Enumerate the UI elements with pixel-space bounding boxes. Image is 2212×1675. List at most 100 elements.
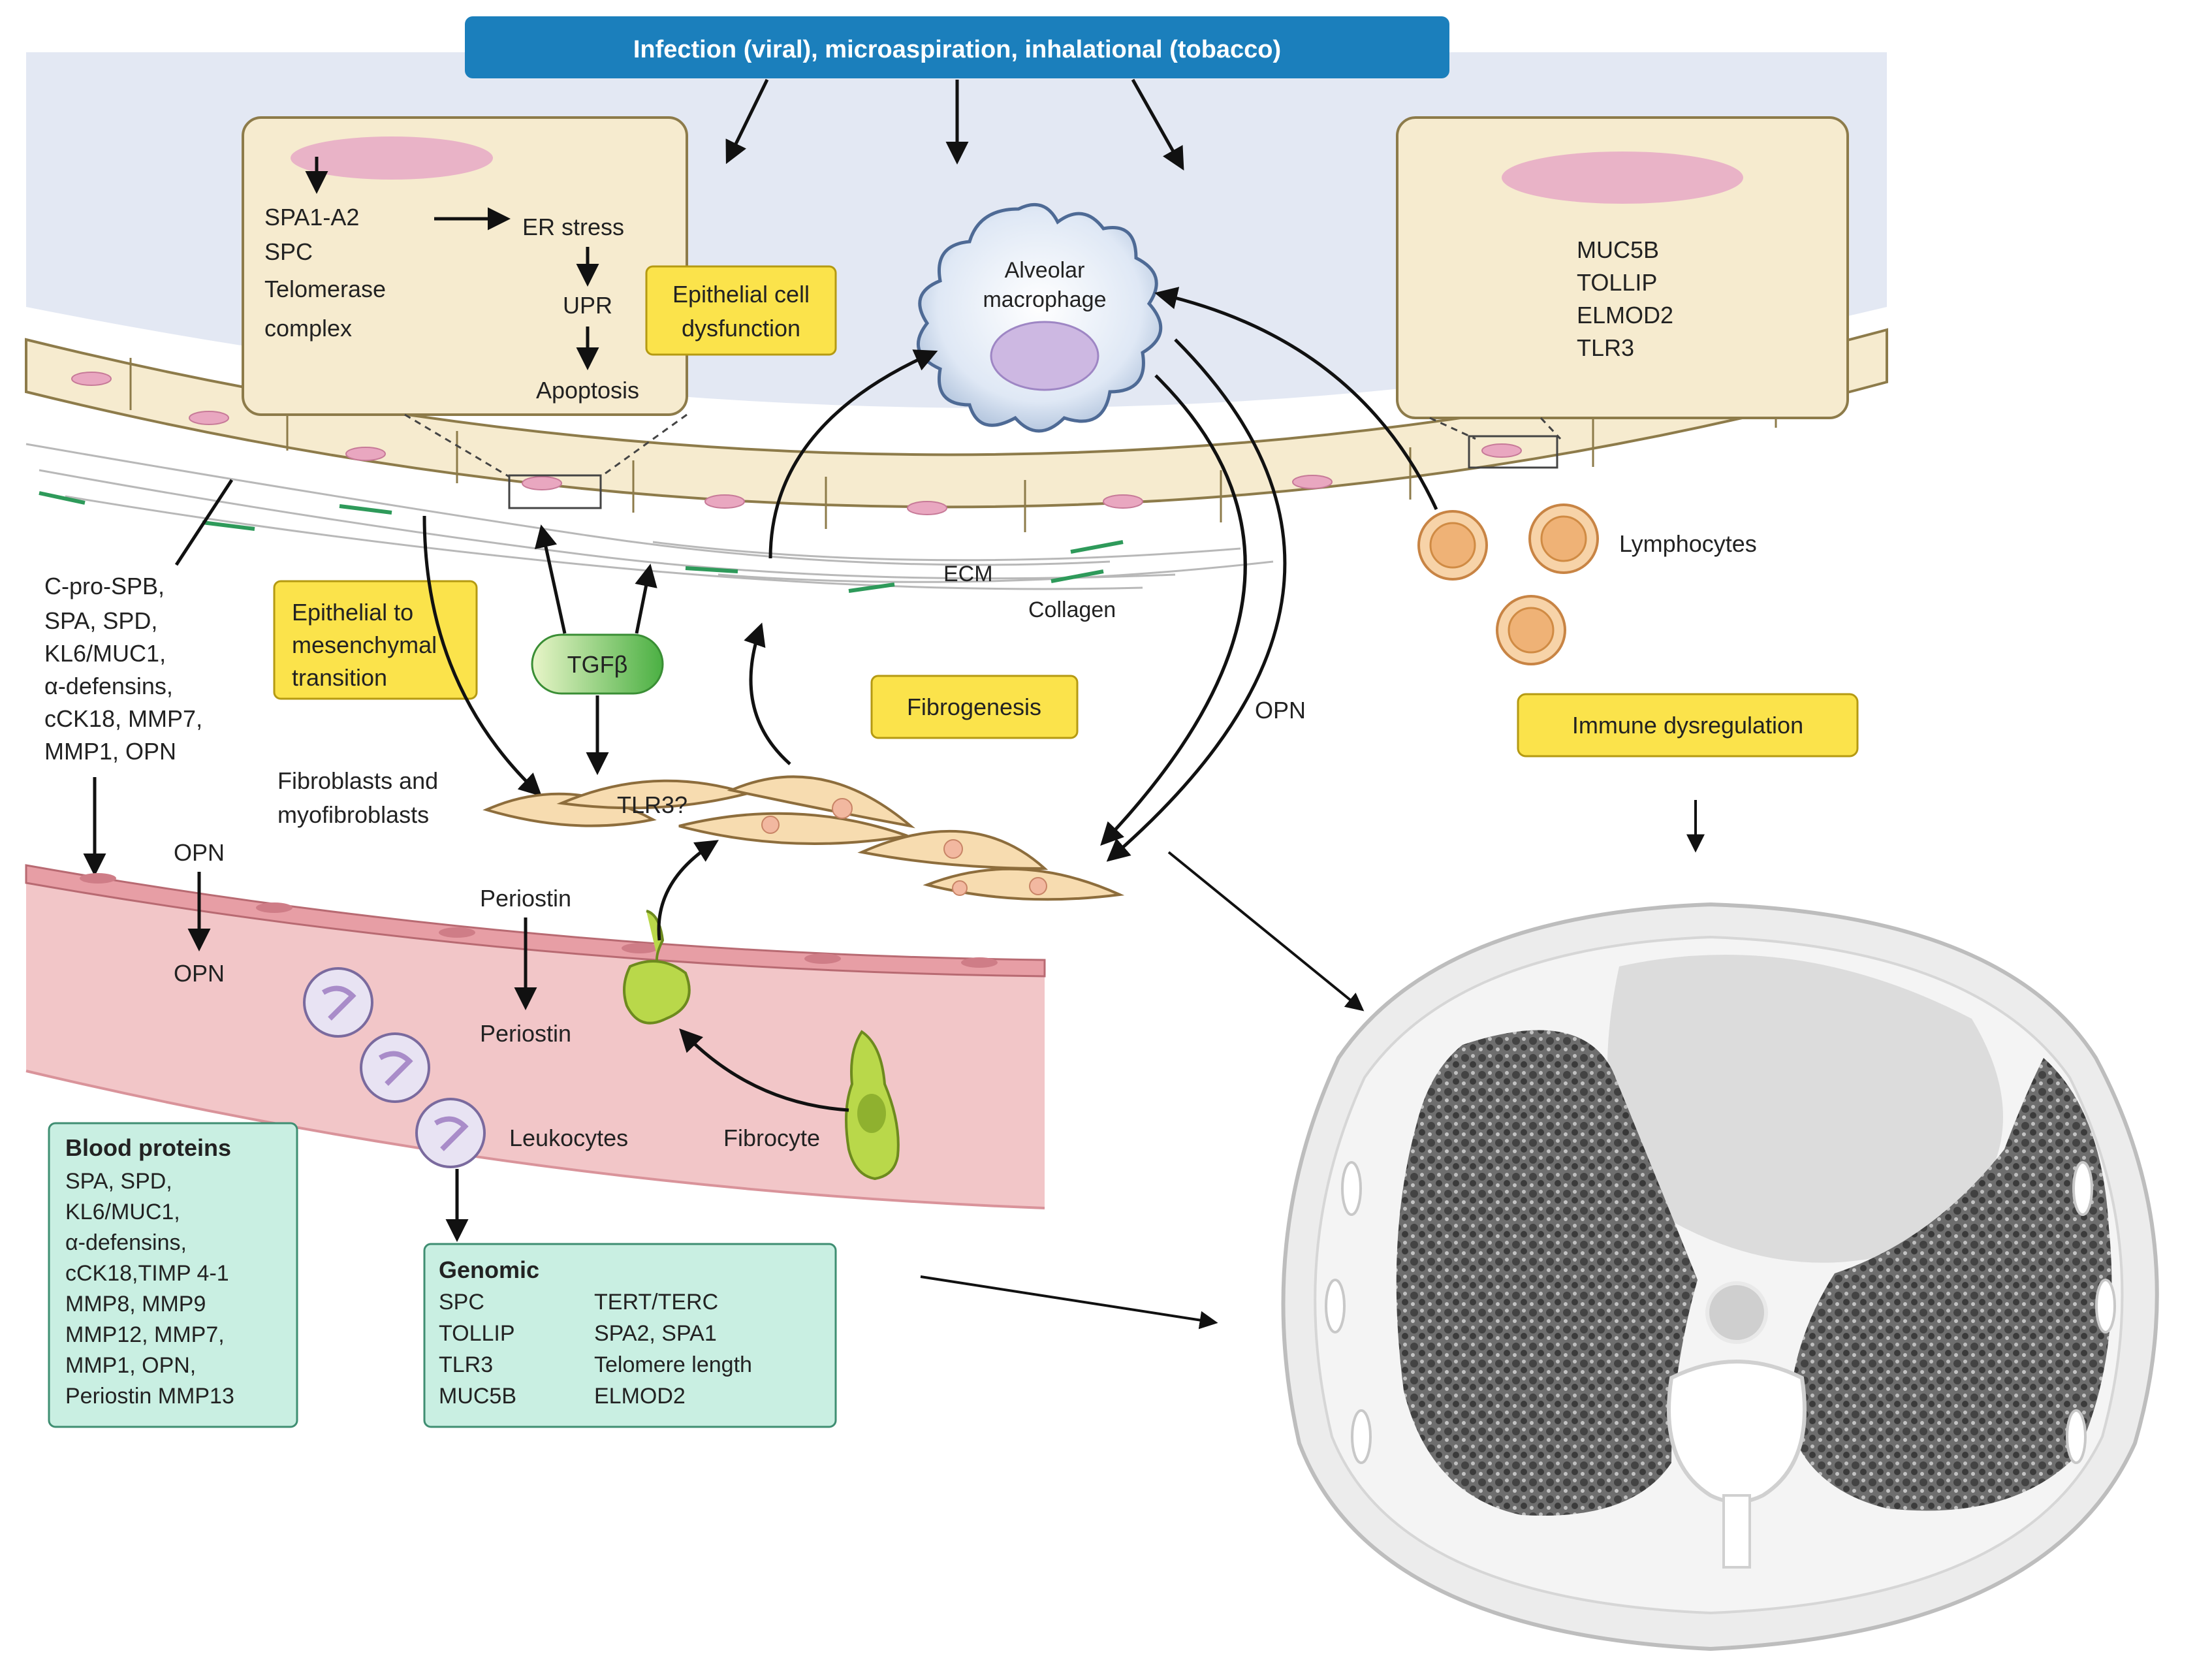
- immune-gene-2: TOLLIP: [1577, 269, 1657, 296]
- epithelial-inset-nucleus: [291, 136, 493, 180]
- cascade-er-stress: ER stress: [522, 214, 624, 240]
- genomic-col1-4: MUC5B: [439, 1384, 516, 1409]
- ecm-label: ECM: [943, 562, 993, 586]
- macrophage-label-line-1: Alveolar: [1005, 258, 1085, 283]
- epithelial-gene-4: complex: [264, 315, 352, 342]
- tgfb-label: TGFβ: [567, 651, 628, 678]
- fibrogenesis-label: Fibrogenesis: [907, 694, 1041, 720]
- immune-gene-4: TLR3: [1577, 334, 1634, 361]
- arrow-fibroblasts-up: [744, 622, 791, 765]
- inset-source-cell: [508, 474, 602, 509]
- epithelial-gene-3: Telomerase: [264, 276, 386, 302]
- cascade-upr: UPR: [563, 292, 612, 319]
- cascade-apoptosis: Apoptosis: [536, 377, 639, 404]
- arrow-fibrosis-to-ct: [1167, 851, 1365, 1012]
- immune-inset-box: [1396, 116, 1849, 419]
- ct-right-lung: [1789, 1058, 2112, 1511]
- epithelial-dysfunction-line-2: dysfunction: [682, 315, 800, 342]
- opn-bottom-label: OPN: [174, 960, 225, 987]
- immune-source-cell: [1468, 435, 1558, 469]
- genomic-col2-1: TERT/TERC: [594, 1290, 718, 1315]
- epithelial-gene-2: SPC: [264, 238, 313, 265]
- blood-protein-6: MMP12, MMP7,: [65, 1322, 225, 1347]
- blood-protein-1: SPA, SPD,: [65, 1169, 172, 1194]
- immune-dysregulation-box: [1517, 693, 1859, 758]
- header-bar: [465, 16, 1449, 78]
- opn-top-label: OPN: [174, 839, 225, 866]
- arrow-fibroblasts-to-macrophage: [768, 349, 938, 559]
- arrow-genomic-to-ct: [920, 1275, 1218, 1330]
- fibrogenesis-box: [870, 675, 1079, 739]
- immune-callout-line: [1429, 417, 1476, 440]
- left-marker-5: cCK18, MMP7,: [44, 705, 202, 732]
- fibroblasts-label-line-1: Fibroblasts and: [277, 767, 438, 794]
- fibrocyte-nucleus: [857, 1094, 886, 1133]
- collagen-label: Collagen: [1028, 598, 1116, 622]
- genomic-col1-1: SPC: [439, 1290, 484, 1315]
- left-marker-2: SPA, SPD,: [44, 607, 157, 634]
- epithelial-gene-1: SPA1-A2: [264, 204, 359, 231]
- arrow-fibrocyte-to-vessel-cell: [679, 1028, 849, 1112]
- left-marker-6: MMP1, OPN: [44, 738, 176, 765]
- emt-label-line-2: mesenchymal: [292, 631, 437, 658]
- fibroblasts-label-line-2: myofibroblasts: [277, 801, 429, 828]
- fibrocyte-label: Fibrocyte: [723, 1125, 820, 1151]
- tlr3-label: TLR3?: [617, 791, 687, 818]
- lymphocytes-label: Lymphocytes: [1619, 530, 1757, 557]
- blood-protein-2: KL6/MUC1,: [65, 1200, 180, 1224]
- inset-callout-line-2: [600, 413, 687, 478]
- leukocytes: [303, 967, 486, 1168]
- emt-label-line-1: Epithelial to: [292, 599, 413, 626]
- epithelial-dysfunction-label-box: [645, 265, 837, 356]
- arrow-tgfb-to-epithelium: [534, 524, 567, 634]
- genomic-title: Genomic: [439, 1256, 539, 1283]
- ct-spine: [1667, 1360, 1807, 1504]
- immune-gene-1: MUC5B: [1577, 236, 1659, 263]
- vessel-wall-bottom: [25, 1070, 1045, 1209]
- ct-spinous-process: [1722, 1494, 1751, 1569]
- leukocyte-nuclei: [321, 985, 469, 1151]
- blood-protein-4: cCK18,TIMP 4-1: [65, 1261, 229, 1286]
- arrow-lymphocytes-to-macrophage: [1154, 287, 1438, 511]
- blood-proteins-box: [48, 1122, 298, 1428]
- fibroblast-nuclei: [761, 798, 1047, 896]
- genomic-col1-3: TLR3: [439, 1352, 493, 1377]
- periostin-top-label: Periostin: [480, 885, 571, 912]
- arrow-epithelium-to-markers: [174, 479, 234, 566]
- fibroblast-cells: [482, 775, 1125, 901]
- arrow-emt-to-fibroblasts: [422, 515, 543, 797]
- arrow-macrophage-to-fibroblasts-1: [1100, 374, 1247, 846]
- macrophage-label-line-2: macrophage: [983, 287, 1106, 312]
- opn-right-label: OPN: [1255, 697, 1306, 724]
- fibrocyte-migrating-2: [623, 960, 691, 1025]
- genomic-col2-3: Telomere length: [594, 1352, 752, 1377]
- genomic-col2-2: SPA2, SPA1: [594, 1321, 717, 1346]
- left-marker-3: KL6/MUC1,: [44, 640, 166, 667]
- immune-dysregulation-label: Immune dysregulation: [1572, 712, 1803, 739]
- leukocytes-label: Leukocytes: [509, 1125, 628, 1151]
- arrow-macrophage-to-fibroblasts-2: [1106, 338, 1287, 862]
- lymphocyte-nuclei: [1429, 515, 1587, 654]
- vessel-wall-top: [25, 864, 1046, 978]
- ecm-fibers: [25, 443, 1274, 590]
- vessel-wall-nuclei: [80, 873, 998, 968]
- arrow-fibrocyte-to-fibroblasts: [657, 840, 719, 941]
- blood-proteins-title: Blood proteins: [65, 1134, 231, 1161]
- blood-protein-7: MMP1, OPN,: [65, 1353, 196, 1378]
- genomic-col2-4: ELMOD2: [594, 1384, 686, 1409]
- epithelial-dysfunction-line-1: Epithelial cell: [672, 281, 810, 308]
- ct-ribs: [1325, 1161, 2116, 1464]
- left-marker-1: C-pro-SPB,: [44, 573, 165, 599]
- ct-left-lung: [1396, 1030, 1698, 1516]
- blood-protein-5: MMP8, MMP9: [65, 1292, 206, 1316]
- genomic-box: [423, 1243, 837, 1428]
- immune-gene-3: ELMOD2: [1577, 302, 1673, 328]
- collagen-fibers: [39, 491, 1124, 593]
- chest-ct-image: [1281, 902, 2159, 1651]
- blood-protein-3: α-defensins,: [65, 1230, 187, 1255]
- epithelial-layer: [25, 328, 1888, 509]
- tgfb-pill: [531, 633, 664, 695]
- header-text: Infection (viral), microaspiration, inha…: [633, 36, 1281, 63]
